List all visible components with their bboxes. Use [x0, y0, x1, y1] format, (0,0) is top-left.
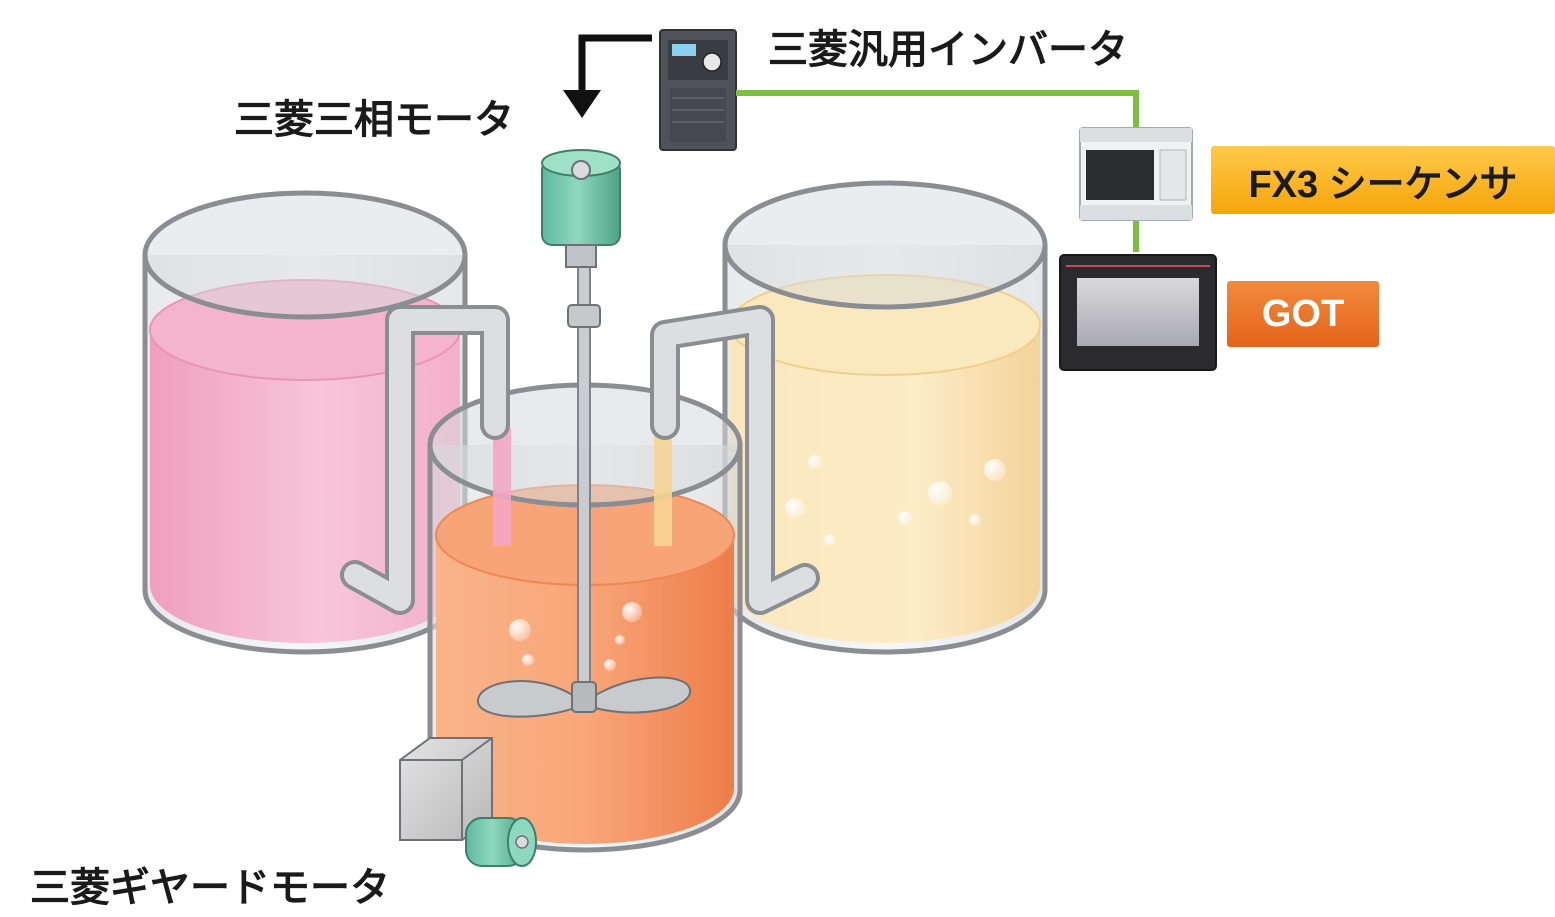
three-phase-motor [541, 149, 621, 268]
got-hmi-unit [1059, 254, 1217, 371]
got-badge: GOT [1227, 281, 1379, 347]
inverter-unit [659, 29, 737, 151]
left-pipe [340, 305, 510, 615]
signal-wires [736, 90, 1139, 252]
sequencer-badge: FX3 シーケンサ [1211, 146, 1555, 214]
agitator-impeller [476, 676, 692, 718]
cream-stream [654, 428, 672, 546]
gear-motor-label: 三菱ギヤードモータ [30, 865, 390, 911]
right-pipe [650, 305, 820, 615]
right-tank-bubbles [785, 455, 1006, 546]
center-tank-bubbles [509, 602, 642, 671]
left-tank [142, 190, 468, 655]
fx3-sequencer-unit [1079, 127, 1193, 221]
pink-stream [493, 428, 511, 546]
geared-motor [399, 737, 537, 867]
motor-pointer-arrow [563, 34, 652, 118]
inverter-label: 三菱汎用インバータ [768, 27, 1128, 73]
three-phase-motor-label: 三菱三相モータ [234, 97, 514, 143]
